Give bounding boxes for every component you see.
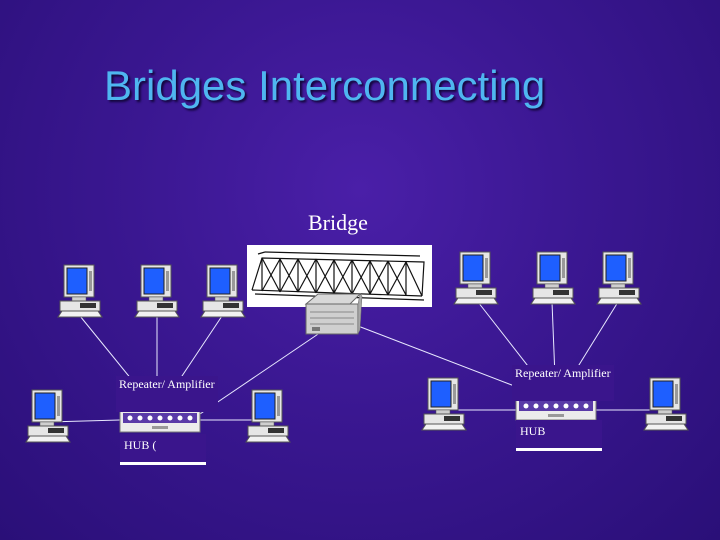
computer-icon	[25, 389, 71, 443]
computer-icon	[530, 251, 576, 305]
computer-icon	[57, 264, 103, 318]
bridge-device-icon	[304, 293, 363, 335]
slide-title: Bridges Interconnecting	[104, 62, 546, 109]
repeater-hub-icon	[515, 397, 597, 421]
hub-label-right: HUB	[516, 420, 602, 451]
computer-icon	[134, 264, 180, 318]
computer-icon	[596, 251, 642, 305]
computer-icon	[245, 389, 291, 443]
computer-icon	[453, 251, 499, 305]
computer-icon	[643, 377, 689, 431]
repeater-label-right: Repeater/ Amplifier	[512, 365, 614, 401]
computer-icon	[421, 377, 467, 431]
hub-label-left: HUB (	[120, 434, 206, 465]
repeater-label-left: Repeater/ Amplifier	[116, 376, 218, 412]
bridge-label: Bridge	[308, 210, 368, 235]
computer-icon	[200, 264, 246, 318]
repeater-hub-icon	[119, 409, 201, 433]
